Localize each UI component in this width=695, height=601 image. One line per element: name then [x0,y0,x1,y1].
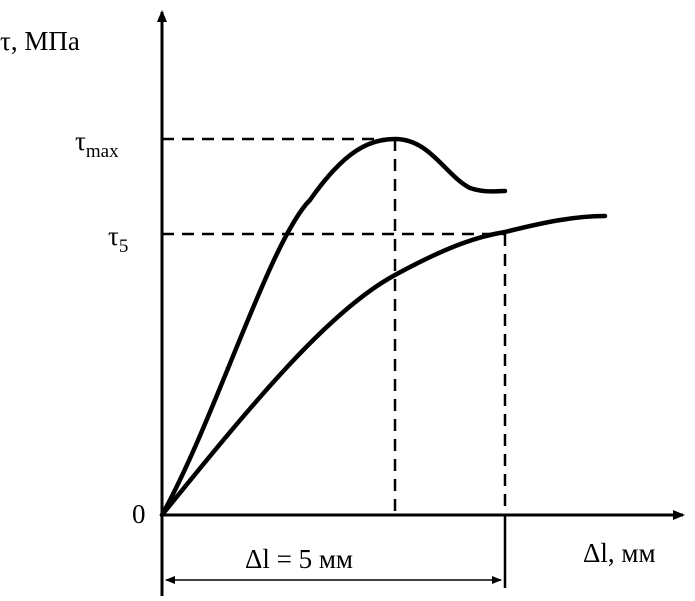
tick-label-tau-5: τ5 [108,221,128,257]
x-axis-label: Δl, мм [583,538,656,568]
y-axis-label: τ, МПа [0,26,80,56]
origin-label: 0 [132,499,146,529]
curve-peak [159,136,508,518]
tick-label-tau-max: τmax [75,126,119,162]
dimension-label: Δl = 5 мм [245,544,353,574]
curve-residual [159,213,608,518]
